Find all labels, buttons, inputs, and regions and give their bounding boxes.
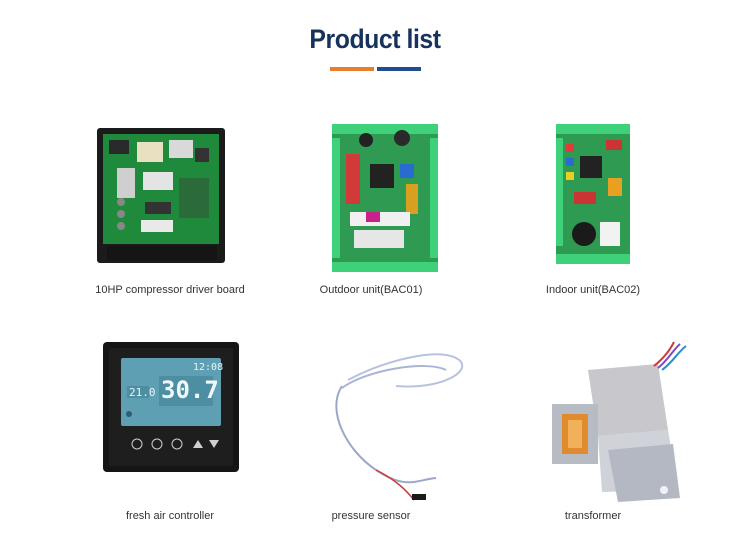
product-caption: Outdoor unit(BAC01)	[319, 284, 423, 296]
product-caption: Indoor unit(BAC02)	[545, 284, 641, 296]
display-time: 12:08	[193, 362, 224, 373]
product-caption: pressure sensor	[331, 510, 411, 522]
title-accent-blue	[377, 67, 421, 71]
cable-sensor-icon	[246, 340, 496, 510]
page-title: Product list	[309, 24, 441, 54]
product-caption: 10HP compressor driver board	[95, 284, 245, 296]
product-card-fresh-air-controller[interactable]: 12:08 21.0 30.7 fresh air controller	[45, 340, 295, 540]
circuit-board-icon	[246, 118, 496, 288]
thermostat-icon: 12:08 21.0 30.7	[45, 340, 295, 510]
product-card-transformer[interactable]: transformer	[468, 340, 718, 540]
product-card-outdoor-unit[interactable]: Outdoor unit(BAC01)	[246, 118, 496, 318]
product-card-pressure-sensor[interactable]: pressure sensor	[246, 340, 496, 540]
circuit-board-icon	[45, 118, 295, 288]
circuit-board-icon	[468, 118, 718, 288]
product-card-indoor-unit[interactable]: Indoor unit(BAC02)	[468, 118, 718, 318]
display-set-temp: 21.0	[129, 386, 156, 399]
product-card-compressor-driver[interactable]: 10HP compressor driver board	[45, 118, 295, 318]
product-caption: transformer	[564, 510, 622, 522]
product-caption: fresh air controller	[125, 510, 215, 522]
title-accent-orange	[330, 67, 374, 71]
transformer-icon	[468, 340, 718, 510]
display-current-temp: 30.7	[161, 376, 219, 404]
